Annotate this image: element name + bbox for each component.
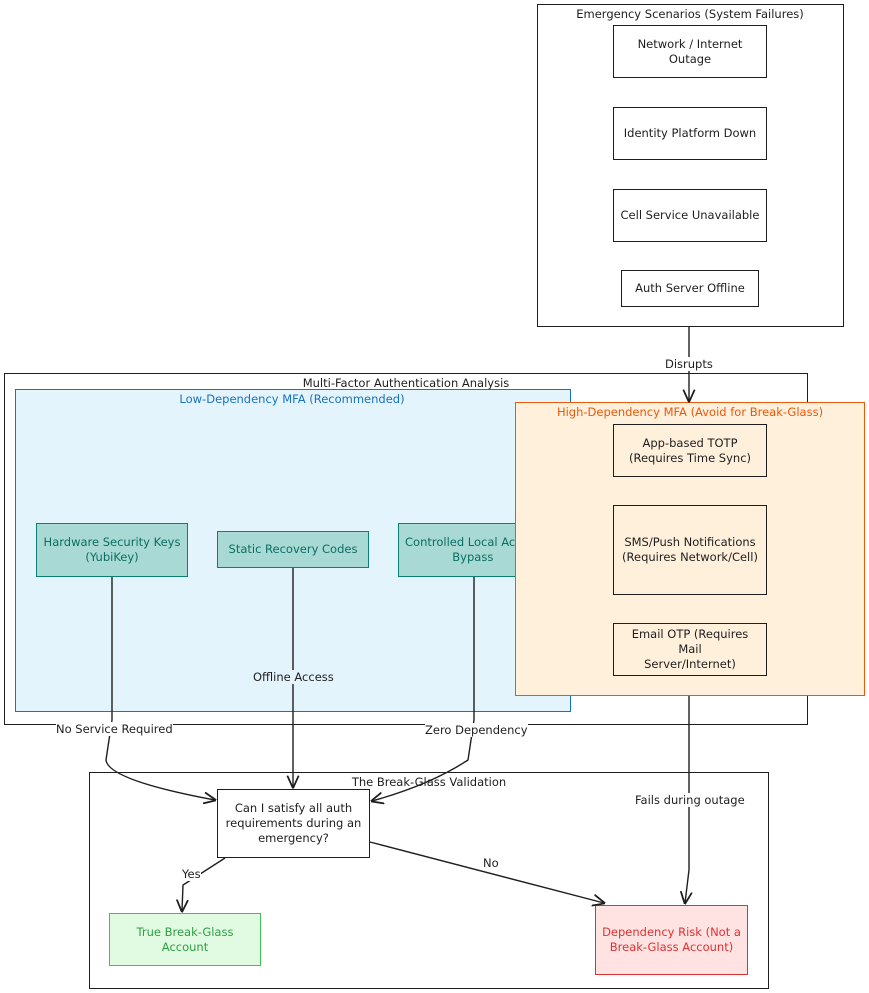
no-service-label: No Service Required <box>56 722 173 736</box>
validation-title: The Break-Glass Validation <box>351 775 507 789</box>
network-outage-node: Network / Internet Outage <box>613 25 767 78</box>
no-label: No <box>483 856 499 870</box>
sms-push-node: SMS/Push Notifications (Requires Network… <box>613 505 767 595</box>
edge-no <box>369 841 604 903</box>
edge-local-bypass <box>372 577 475 801</box>
offline-access-label: Offline Access <box>253 670 334 684</box>
fails-during-outage-label: Fails during outage <box>635 793 745 807</box>
edge-hardware-keys <box>105 577 215 800</box>
totp-node: App-based TOTP (Requires Time Sync) <box>613 424 767 477</box>
high-dependency-title: High-Dependency MFA (Avoid for Break-Gla… <box>556 405 824 419</box>
mfa-analysis-title: Multi-Factor Authentication Analysis <box>302 376 510 390</box>
decision-question-node: Can I satisfy all auth requirements duri… <box>217 789 370 858</box>
emergency-scenarios-group <box>537 4 844 327</box>
emergency-scenarios-title: Emergency Scenarios (System Failures) <box>576 7 804 21</box>
low-dependency-title: Low-Dependency MFA (Recommended) <box>179 392 405 406</box>
high-dependency-group <box>515 402 865 696</box>
auth-server-offline-node: Auth Server Offline <box>621 270 759 307</box>
email-otp-node: Email OTP (Requires Mail Server/Internet… <box>613 623 767 676</box>
edge-yes <box>182 857 226 911</box>
dependency-risk-node: Dependency Risk (Not a Break-Glass Accou… <box>595 905 748 975</box>
edge-high-to-risk <box>685 696 689 903</box>
recovery-codes-node: Static Recovery Codes <box>217 531 369 568</box>
true-break-glass-node: True Break-Glass Account <box>109 913 261 966</box>
zero-dependency-label: Zero Dependency <box>425 723 528 737</box>
identity-platform-down-node: Identity Platform Down <box>613 107 767 160</box>
yes-label: Yes <box>182 867 201 881</box>
hardware-keys-node: Hardware Security Keys (YubiKey) <box>36 523 188 577</box>
cell-service-unavailable-node: Cell Service Unavailable <box>613 189 767 242</box>
disrupts-label: Disrupts <box>665 357 713 371</box>
validation-group <box>89 772 769 989</box>
